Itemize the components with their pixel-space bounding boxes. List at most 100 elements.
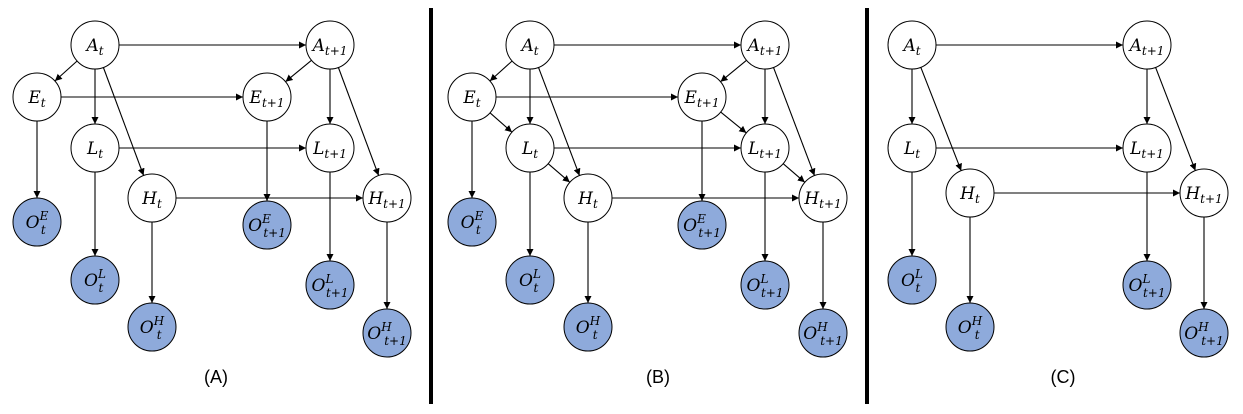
node-C-Ht: Ht bbox=[945, 168, 995, 218]
node-A-Ht: Ht bbox=[127, 173, 177, 223]
latent-node-circle bbox=[127, 173, 177, 223]
edge-B-Lt-to-Ht bbox=[547, 163, 571, 183]
edge-A-At-to-Et bbox=[54, 60, 78, 82]
node-C-At: At bbox=[887, 20, 937, 70]
node-label: Et bbox=[462, 88, 480, 110]
latent-node-circle bbox=[12, 72, 62, 122]
node-label: Ht+1 bbox=[803, 189, 841, 211]
latent-node-circle bbox=[1179, 168, 1229, 218]
node-label: Et+1 bbox=[684, 88, 720, 110]
node-label: Ht bbox=[577, 189, 598, 211]
edge-B-Et-to-Lt bbox=[489, 112, 513, 133]
latent-node-circle bbox=[1122, 20, 1172, 70]
node-B-Ht: Ht bbox=[563, 173, 613, 223]
panel-label-B: (B) bbox=[646, 367, 670, 387]
node-label: At bbox=[84, 36, 103, 58]
node-B-At1: At+1 bbox=[740, 20, 790, 70]
node-A-At1: At+1 bbox=[305, 20, 355, 70]
node-label: Lt+1 bbox=[312, 139, 347, 161]
observed-node-circle bbox=[127, 302, 177, 352]
latent-node-circle bbox=[740, 20, 790, 70]
node-A-At: At bbox=[70, 20, 120, 70]
node-B-Lt1: Lt+1 bbox=[740, 123, 790, 173]
observed-node-circle bbox=[740, 260, 790, 310]
node-C-Ht1: Ht+1 bbox=[1179, 168, 1229, 218]
latent-node-circle bbox=[563, 173, 613, 223]
latent-node-circle bbox=[677, 72, 727, 122]
latent-node-circle bbox=[242, 72, 292, 122]
latent-node-circle bbox=[505, 123, 555, 173]
node-label: At+1 bbox=[1128, 36, 1165, 58]
node-label: At+1 bbox=[311, 36, 348, 58]
node-label: Et bbox=[27, 88, 45, 110]
node-C-Lt1: Lt+1 bbox=[1122, 123, 1172, 173]
latent-node-circle bbox=[447, 72, 497, 122]
node-label: Ht+1 bbox=[1184, 184, 1222, 206]
edge-A-At-to-Ht bbox=[102, 67, 145, 176]
observed-node-circle bbox=[945, 302, 995, 352]
panel-divider-right bbox=[865, 8, 869, 404]
observed-node-circle bbox=[70, 255, 120, 305]
observed-node-circle bbox=[242, 200, 292, 250]
observed-node-circle bbox=[305, 260, 355, 310]
latent-node-circle bbox=[887, 123, 937, 173]
node-B-At: At bbox=[505, 20, 555, 70]
latent-node-circle bbox=[70, 20, 120, 70]
edge-B-At-to-Ht bbox=[537, 67, 581, 176]
observed-node-circle bbox=[563, 302, 613, 352]
node-B-Ht1: Ht+1 bbox=[798, 173, 848, 223]
panel-label-A: (A) bbox=[204, 367, 228, 387]
latent-node-circle bbox=[798, 173, 848, 223]
node-label: Ht+1 bbox=[367, 189, 405, 211]
latent-node-circle bbox=[740, 123, 790, 173]
node-C-Lt: Lt bbox=[887, 123, 937, 173]
edge-B-At1-to-Ht1 bbox=[772, 67, 816, 176]
node-A-Et: Et bbox=[12, 72, 62, 122]
node-label: Lt bbox=[521, 139, 538, 161]
node-C-At1: At+1 bbox=[1122, 20, 1172, 70]
edge-C-At-to-Ht bbox=[920, 67, 962, 171]
observed-node-circle bbox=[798, 308, 848, 358]
node-label: At bbox=[901, 36, 920, 58]
node-A-Lt: Lt bbox=[70, 123, 120, 173]
edge-C-At1-to-Ht1 bbox=[1155, 67, 1197, 171]
latent-node-circle bbox=[362, 173, 412, 223]
latent-node-circle bbox=[70, 123, 120, 173]
edge-B-At-to-Et bbox=[489, 60, 513, 82]
latent-node-circle bbox=[887, 20, 937, 70]
observed-node-circle bbox=[12, 197, 62, 247]
node-label: At+1 bbox=[746, 36, 783, 58]
observed-node-circle bbox=[887, 255, 937, 305]
observed-node-circle bbox=[505, 255, 555, 305]
edge-B-Et1-to-Lt1 bbox=[720, 111, 747, 134]
edge-B-At1-to-Et1 bbox=[720, 59, 747, 83]
node-label: Lt+1 bbox=[1129, 139, 1164, 161]
node-label: At bbox=[519, 36, 538, 58]
node-B-Lt: Lt bbox=[505, 123, 555, 173]
node-label: Ht bbox=[141, 189, 162, 211]
